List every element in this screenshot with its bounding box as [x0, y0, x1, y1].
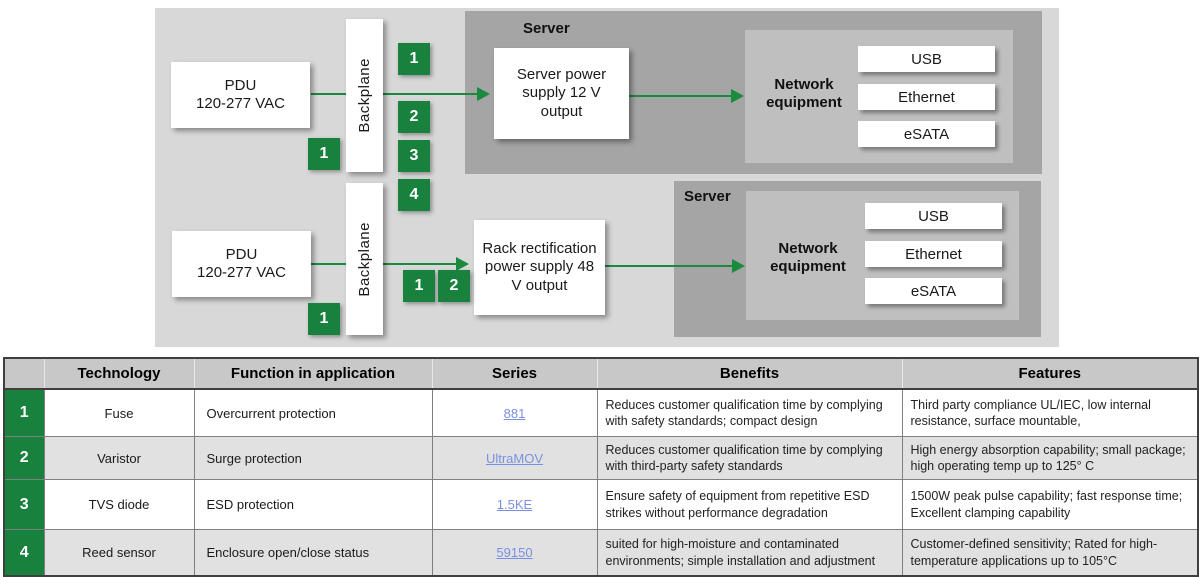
port-ethernet-top: Ethernet — [858, 84, 995, 110]
series-cell: 1.5KE — [431, 479, 598, 530]
server-top-title: Server — [523, 20, 570, 37]
table-row-fuse: 1 Fuse Overcurrent protection 881 Reduce… — [3, 388, 1199, 437]
marker-fuse-backplane-top: 1 — [308, 138, 340, 170]
arrow-head-pdu2-to-rack — [456, 257, 469, 271]
arrow-head-psu-to-network1 — [731, 89, 744, 103]
network-equipment-label-bottom: Network equipment — [770, 240, 846, 275]
pdu-box-top: PDU 120-277 VAC — [171, 62, 310, 128]
table-row-varistor: 2 Varistor Surge protection UltraMOV Red… — [3, 436, 1199, 480]
technology-table: Technology Function in application Serie… — [3, 357, 1199, 577]
row-number-badge: 2 — [3, 436, 45, 480]
backplane-top: Backplane — [346, 19, 383, 172]
technology-cell: Fuse — [43, 388, 195, 437]
table-header-row: Technology Function in application Serie… — [3, 357, 1199, 390]
pdu-top-line1: PDU — [224, 76, 257, 94]
features-cell: 1500W peak pulse capability; fast respon… — [901, 479, 1199, 530]
features-cell: Third party compliance UL/IEC, low inter… — [901, 388, 1199, 437]
features-cell: High energy absorption capability; small… — [901, 436, 1199, 480]
technology-cell: TVS diode — [43, 479, 195, 530]
backplane-bottom: Backplane — [346, 183, 383, 335]
backplane-top-label: Backplane — [356, 58, 373, 133]
series-cell: 881 — [431, 388, 598, 437]
features-cell: Customer-defined sensitivity; Rated for … — [901, 529, 1199, 577]
arrow-pdu1-to-psu — [311, 93, 477, 95]
header-technology: Technology — [43, 357, 195, 390]
port-esata-bottom: eSATA — [865, 278, 1002, 304]
server-power-supply-box: Server power supply 12 V output — [494, 48, 629, 139]
benefits-cell: Reduces customer qualification time by c… — [596, 388, 903, 437]
arrow-pdu2-to-rack — [311, 263, 457, 265]
function-cell: Overcurrent protection — [193, 388, 433, 437]
series-cell: 59150 — [431, 529, 598, 577]
header-series: Series — [431, 357, 598, 390]
marker-tvs-top: 3 — [398, 140, 430, 172]
function-cell: Enclosure open/close status — [193, 529, 433, 577]
marker-fuse-top: 1 — [398, 43, 430, 75]
row-number-badge: 1 — [3, 388, 45, 437]
marker-varistor-top: 2 — [398, 101, 430, 133]
table-row-reed-sensor: 4 Reed sensor Enclosure open/close statu… — [3, 529, 1199, 577]
port-esata-top: eSATA — [858, 121, 995, 147]
backplane-bottom-label: Backplane — [356, 221, 373, 297]
arrow-rack-to-network2 — [605, 265, 733, 267]
series-link-59150[interactable]: 59150 — [496, 545, 533, 560]
function-cell: Surge protection — [193, 436, 433, 480]
marker-fuse-backplane-bottom: 1 — [308, 303, 340, 335]
marker-fuse-bottom: 1 — [403, 270, 435, 302]
arrow-head-pdu1-to-psu — [477, 87, 490, 101]
arrow-psu-to-network1 — [629, 95, 732, 97]
marker-varistor-bottom: 2 — [438, 270, 470, 302]
rack-rectification-box: Rack rectification power supply 48 V out… — [474, 220, 605, 315]
header-function: Function in application — [193, 357, 433, 390]
server-bottom-title: Server — [684, 188, 731, 205]
port-ethernet-bottom: Ethernet — [865, 241, 1002, 267]
benefits-cell: suited for high-moisture and contaminate… — [596, 529, 903, 577]
series-link-15ke[interactable]: 1.5KE — [496, 497, 533, 512]
port-usb-bottom: USB — [865, 203, 1002, 229]
row-number-badge: 4 — [3, 529, 45, 577]
function-cell: ESD protection — [193, 479, 433, 530]
header-number — [3, 357, 45, 390]
technology-cell: Reed sensor — [43, 529, 195, 577]
technology-cell: Varistor — [43, 436, 195, 480]
series-link-ultramov[interactable]: UltraMOV — [485, 450, 544, 466]
pdu-bottom-line1: PDU — [225, 245, 258, 263]
header-benefits: Benefits — [596, 357, 903, 390]
arrow-head-rack-to-network2 — [732, 259, 745, 273]
network-equipment-label-top: Network equipment — [766, 76, 842, 111]
port-usb-top: USB — [858, 46, 995, 72]
series-link-881[interactable]: 881 — [503, 405, 526, 421]
series-cell: UltraMOV — [431, 436, 598, 480]
pdu-bottom-line2: 120-277 VAC — [197, 264, 286, 281]
marker-reed-top: 4 — [398, 179, 430, 211]
pdu-box-bottom: PDU 120-277 VAC — [172, 231, 311, 297]
table-row-tvs-diode: 3 TVS diode ESD protection 1.5KE Ensure … — [3, 479, 1199, 530]
pdu-top-line2: 120-277 VAC — [196, 95, 285, 112]
header-features: Features — [901, 357, 1199, 390]
benefits-cell: Ensure safety of equipment from repetiti… — [596, 479, 903, 530]
row-number-badge: 3 — [3, 479, 45, 530]
benefits-cell: Reduces customer qualification time by c… — [596, 436, 903, 480]
